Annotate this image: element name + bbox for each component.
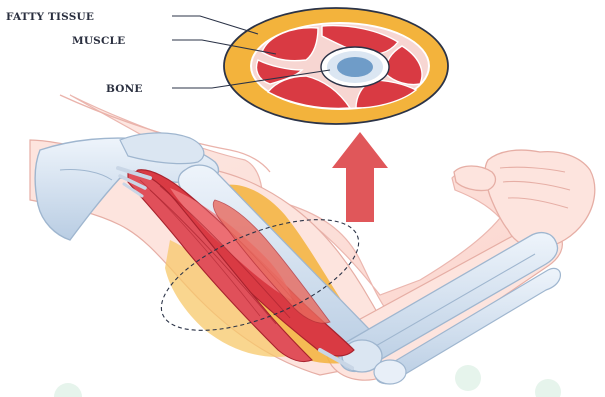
bone-label: BONE <box>106 83 143 95</box>
fatty-tissue-label: FATTY TISSUE <box>6 11 94 23</box>
muscle-label: MUSCLE <box>72 35 125 47</box>
cross-section <box>224 8 448 124</box>
up-arrow <box>332 132 388 222</box>
